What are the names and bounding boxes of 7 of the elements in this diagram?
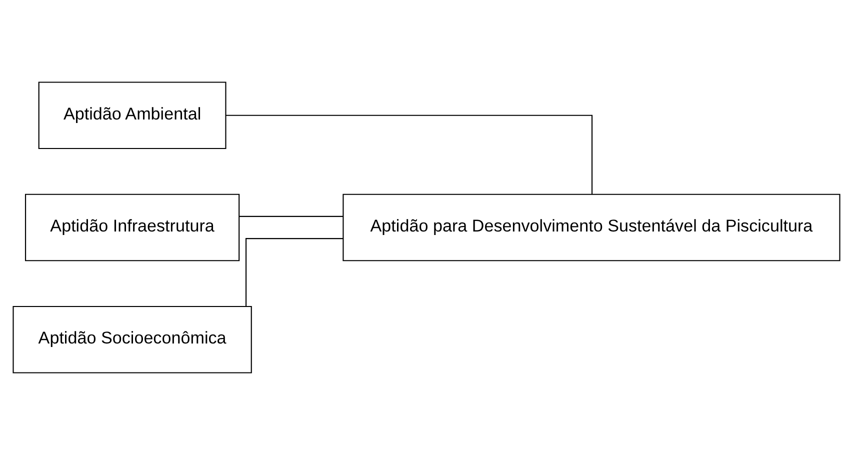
connector bbox=[239, 216, 344, 217]
node-box: Aptidão Infraestrutura bbox=[24, 194, 240, 262]
connector bbox=[246, 238, 344, 306]
connector bbox=[226, 114, 593, 194]
node-box: Aptidão Socioeconômica bbox=[12, 306, 252, 374]
node-box: Aptidão para Desenvolvimento Sustentável da Piscicultura bbox=[342, 194, 840, 262]
node-box: Aptidão Ambiental bbox=[38, 82, 226, 150]
